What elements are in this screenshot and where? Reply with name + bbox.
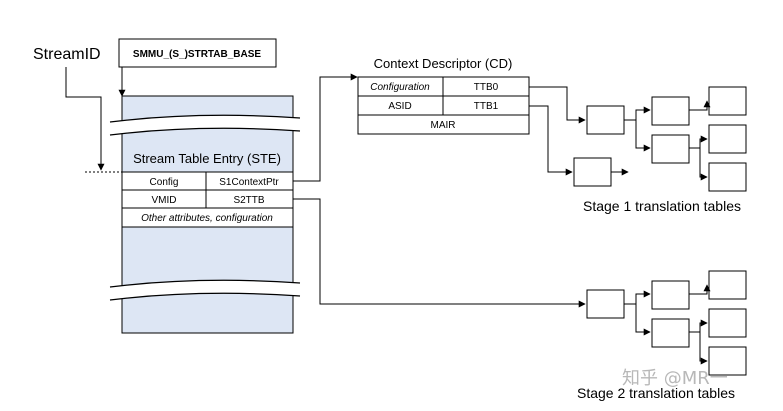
cd-configuration-cell: Configuration xyxy=(370,82,430,93)
stream-table-break-top xyxy=(109,114,301,136)
ste-other-attributes-cell: Other attributes, configuration xyxy=(141,213,273,224)
ttb0-to-stage1-arrow xyxy=(529,86,586,124)
stage2-tables xyxy=(586,270,747,376)
strtab-base-label: SMMU_(S_)STRTAB_BASE xyxy=(133,49,261,60)
stage2-title: Stage 2 translation tables xyxy=(577,385,735,401)
stage1-tables xyxy=(573,86,747,192)
s2ttb-to-stage2-arrow xyxy=(293,198,586,308)
stage2-arrows xyxy=(624,284,711,365)
ste-config-cell: Config xyxy=(150,177,179,188)
cd-mair-cell: MAIR xyxy=(431,120,456,131)
ste-s2ttb-cell: S2TTB xyxy=(233,195,264,206)
ste-table xyxy=(121,171,294,228)
cd-title: Context Descriptor (CD) xyxy=(374,56,513,71)
cd-asid-cell: ASID xyxy=(388,101,411,112)
stream-id-label: StreamID xyxy=(33,46,101,63)
s1contextptr-to-cd-arrow xyxy=(293,73,358,182)
cd-ttb1-cell: TTB1 xyxy=(474,101,499,112)
watermark-text: 知乎 @MR一 xyxy=(622,368,728,389)
ste-vmid-cell: VMID xyxy=(152,195,177,206)
stream-id-arrow xyxy=(65,67,105,171)
cd-ttb0-cell: TTB0 xyxy=(474,82,499,93)
ttb1-to-stage1-arrow xyxy=(529,105,573,176)
cd-table xyxy=(357,76,530,135)
stage1-arrows xyxy=(611,100,711,181)
ste-s1contextptr-cell: S1ContextPtr xyxy=(219,177,279,188)
stage1-title: Stage 1 translation tables xyxy=(583,198,741,214)
strtab-base-box xyxy=(118,38,277,68)
ste-title: Stream Table Entry (STE) xyxy=(133,151,281,166)
stream-table-break-bottom xyxy=(109,279,301,301)
